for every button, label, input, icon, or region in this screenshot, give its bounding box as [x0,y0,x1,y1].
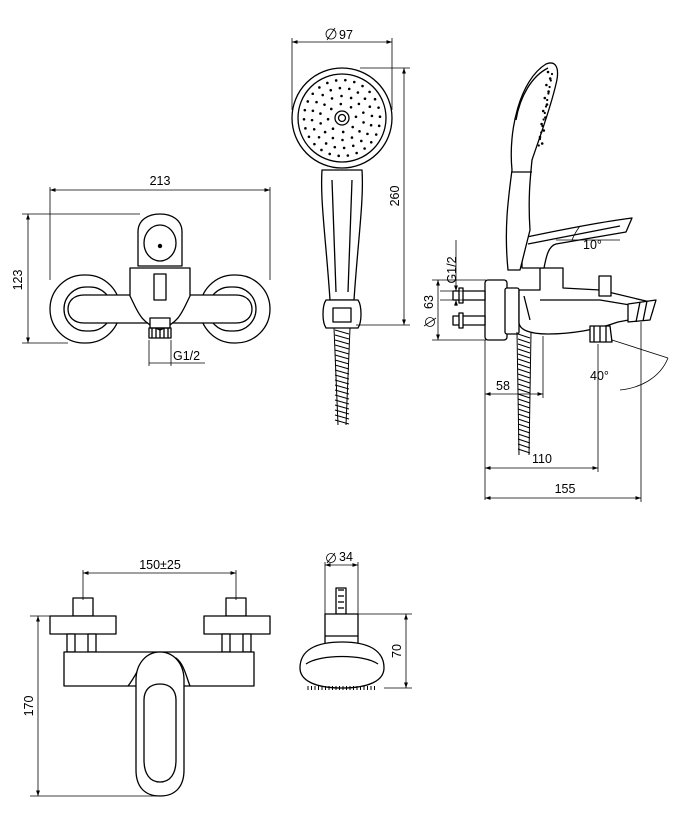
hand-shower-front [291,67,393,426]
dimension-label-150: 150±25 [139,558,181,572]
front-view [49,213,271,344]
dimension-diameter-97: 97 [291,27,393,110]
dimension-label-155: 155 [555,482,576,496]
hand-shower-top [299,587,385,690]
dimension-angle-40: 40° [590,339,669,391]
dimension-label-10: 10° [583,238,602,252]
shower-head-top [299,641,385,689]
wall-plate [484,279,508,341]
dimension-height-260: 260 [356,67,410,326]
shower-head-top-nozzles [307,686,375,690]
dimension-width-213: 213 [49,174,271,280]
mixer-lever [137,213,183,267]
dimension-diameter-34: 34 [324,550,359,614]
dimension-label-58: 58 [496,379,510,393]
dimension-depth-58: 58 [484,336,544,500]
shower-nozzles [302,78,382,158]
hand-shower-side [505,62,559,271]
side-view [452,62,657,456]
dimension-label-97: 97 [339,28,353,42]
dimension-label-40: 40° [590,369,609,383]
dimension-label-63: 63 [422,295,436,309]
lever-side [521,217,633,269]
dimension-depth-110: 110 [485,344,599,472]
outlet-nut [149,317,171,329]
side-hose [516,331,532,456]
left-inlet-flange [49,615,117,635]
dimension-height-170: 170 [22,615,160,797]
lever-top [135,651,185,797]
dimension-label-g12-front: G1/2 [173,349,200,363]
dimension-angle-10: 10° [556,225,620,252]
dimension-label-g12-side: G1/2 [445,256,459,283]
mixer-body-side [518,267,654,335]
shower-hose [333,327,351,426]
dimension-spacing-150: 150±25 [82,558,237,600]
dimension-height-123: 123 [11,213,140,344]
diverter-knob [598,275,612,297]
shower-head [291,67,393,169]
dimension-diameter-63: 63 [422,279,486,341]
dimension-label-123: 123 [11,270,25,291]
dimension-label-34: 34 [339,550,353,564]
dimension-label-260: 260 [388,186,402,207]
dimension-thread-side: G1/2 [440,240,470,306]
shower-handle [320,169,364,301]
dimension-label-170: 170 [22,696,36,717]
dimension-label-213: 213 [150,174,171,188]
dimension-depth-155: 155 [485,322,642,502]
side-nozzles [537,70,554,147]
dimension-thread-front: G1/2 [148,340,205,366]
dimension-height-70: 70 [358,613,412,689]
right-inlet-flange [203,615,271,635]
dimension-label-70: 70 [390,644,404,658]
top-view [49,597,271,797]
dimension-label-110: 110 [532,452,552,466]
